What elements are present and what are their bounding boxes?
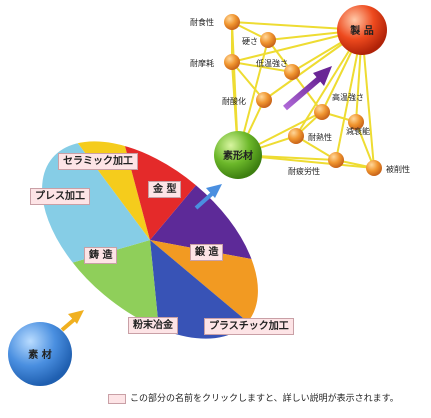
blue-arrow <box>194 184 222 210</box>
prop-taisanka: 耐酸化 <box>222 96 246 106</box>
node-sokeizai[interactable]: 素形材 <box>214 131 262 179</box>
seihin-label: 製 品 <box>349 24 373 37</box>
prop-tainetsusei: 耐熱性 <box>308 132 332 142</box>
ball-taishokusei <box>224 14 240 30</box>
property-balls <box>224 14 382 176</box>
prop-teion: 低温強さ <box>256 58 288 68</box>
footer-note-text: この部分の名前をクリックしますと、詳しい説明が表示されます。 <box>130 394 399 404</box>
prop-hisakusei: 被削性 <box>386 164 410 174</box>
sokeizai-label: 素形材 <box>223 149 253 162</box>
legend-swatch <box>108 393 126 404</box>
prop-gensuinou: 減衰能 <box>346 126 370 136</box>
yellow-arrow <box>60 310 84 332</box>
ball-gensuinou <box>348 114 364 130</box>
process-chuzo[interactable]: 鋳 造 <box>84 247 118 264</box>
ball-hisakusei <box>366 160 382 176</box>
prop-taishokusei: 耐食性 <box>190 17 214 27</box>
footer-note: この部分の名前をクリックしますと、詳しい説明が表示されます。 <box>108 391 399 404</box>
process-ceramic[interactable]: セラミック加工 <box>58 153 138 170</box>
ball-taimachosei <box>224 54 240 70</box>
purple-arrow <box>283 66 332 111</box>
process-kanagata[interactable]: 金 型 <box>148 181 182 198</box>
process-plastic[interactable]: プラスチック加工 <box>204 318 294 335</box>
prop-kosa: 硬さ <box>242 37 258 46</box>
ball-kosa <box>260 32 276 48</box>
node-seihin[interactable]: 製 品 <box>337 5 387 55</box>
ball-teion <box>284 64 300 80</box>
process-press[interactable]: プレス加工 <box>30 188 90 205</box>
ball-tainetsusei <box>288 128 304 144</box>
prop-taihirou: 耐疲労性 <box>288 166 320 176</box>
process-funmatsu[interactable]: 粉末冶金 <box>128 317 178 334</box>
ball-taisanka <box>256 92 272 108</box>
sozai-label: 素 材 <box>28 348 51 361</box>
node-sozai[interactable]: 素 材 <box>8 322 72 386</box>
property-labels: 耐食性 硬さ 耐摩耗 低温強さ 耐酸化 高温強さ 減衰能 耐熱性 耐疲労性 被削… <box>190 17 410 176</box>
ball-taihirou <box>328 152 344 168</box>
process-tanzo[interactable]: 鍛 造 <box>190 244 224 261</box>
ball-koon <box>314 104 330 120</box>
prop-koon: 高温強さ <box>332 92 364 102</box>
prop-taimachosei: 耐摩耗 <box>190 58 214 68</box>
